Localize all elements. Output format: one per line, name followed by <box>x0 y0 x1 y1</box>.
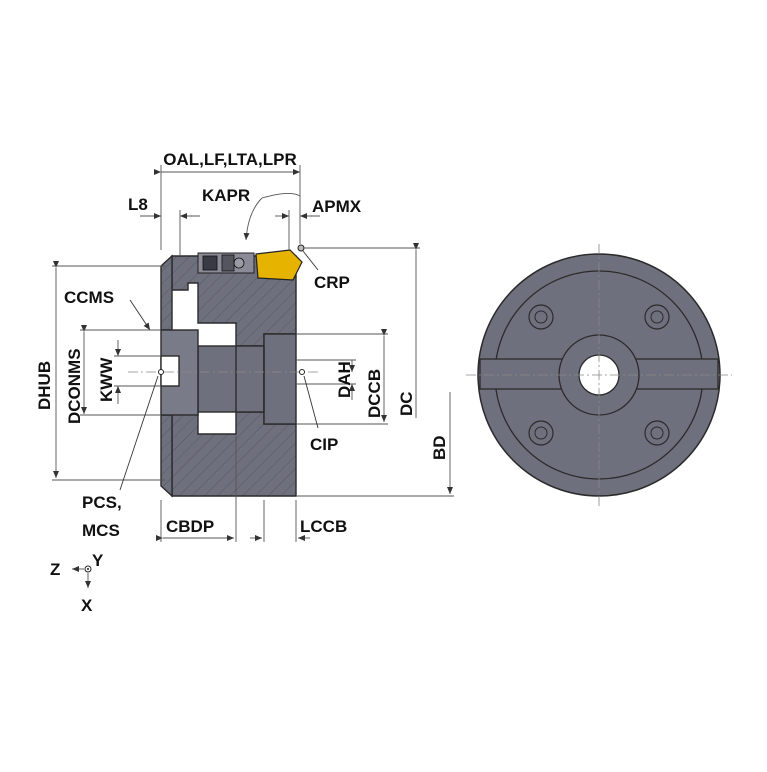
hub-left-top <box>160 254 173 331</box>
label-crp: CRP <box>314 273 350 292</box>
front-screw-holes <box>528 304 670 446</box>
front-view <box>466 244 732 506</box>
label-ccms: CCMS <box>64 288 114 307</box>
label-dhub: DHUB <box>35 361 54 410</box>
cip-point <box>299 369 305 375</box>
label-dccb: DCCB <box>365 369 384 418</box>
cip-bore <box>263 333 297 425</box>
label-l8: L8 <box>128 195 148 214</box>
label-mcs: MCS <box>82 521 120 540</box>
label-cbdp: CBDP <box>166 517 214 536</box>
label-bd: BD <box>430 435 449 460</box>
label-dah: DAH <box>335 361 354 398</box>
pcs-point <box>158 369 164 375</box>
center-bore-shaft <box>197 345 265 413</box>
label-oal: OAL,LF,LTA,LPR <box>163 150 296 169</box>
hub-left-bottom <box>160 414 173 498</box>
axis-x-label: X <box>81 596 93 615</box>
label-pcs: PCS, <box>82 493 122 512</box>
axis-y-label: Y <box>92 551 104 570</box>
axis-z-label: Z <box>50 560 60 579</box>
label-dconms: DCONMS <box>65 348 84 424</box>
insert-cartridge <box>197 252 255 274</box>
label-dc: DC <box>397 391 416 416</box>
label-lccb: LCCB <box>300 517 347 536</box>
label-apmx: APMX <box>312 197 362 216</box>
side-section-view <box>52 165 454 542</box>
label-cip: CIP <box>310 435 338 454</box>
label-kapr: KAPR <box>202 186 250 205</box>
cutting-insert <box>255 249 303 281</box>
axis-triad <box>72 565 92 588</box>
label-kww: KWW <box>97 357 116 402</box>
